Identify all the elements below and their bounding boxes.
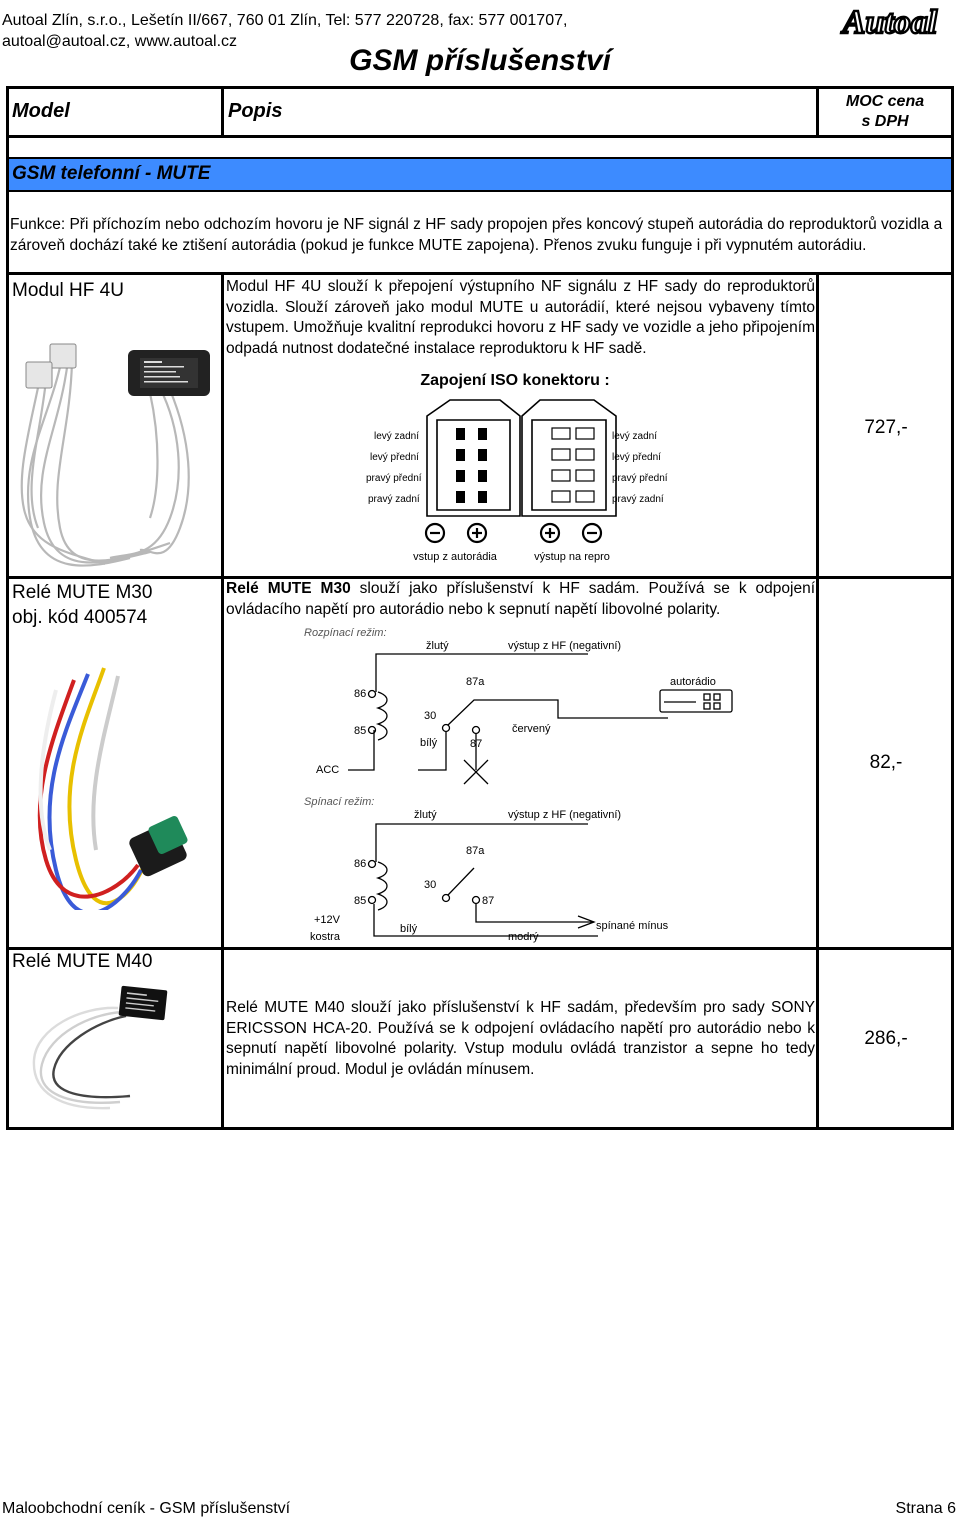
iso-right-label: pravý zadní: [612, 494, 664, 505]
iso-bottom-left: vstup z autorádia: [413, 551, 498, 563]
product-model: Relé MUTE M30 obj. kód 400574: [12, 580, 152, 630]
price-head-line-1: MOC cena: [845, 93, 925, 110]
wire-blue-label: modrý: [508, 931, 539, 943]
pin-30-label: 30: [424, 879, 436, 891]
product-description-text: slouží jako příslušenství k HF sadám. Po…: [226, 580, 815, 618]
pin-86-label: 86: [354, 688, 366, 700]
wire-red-label: červený: [512, 723, 551, 735]
pin-86-label: 86: [354, 858, 366, 870]
iso-left-label: pravý přední: [366, 473, 422, 484]
column-model: Model: [12, 100, 70, 122]
price-head-line-2: s DPH: [861, 113, 909, 130]
iso-connector-diagram: Zapojení ISO konektoru : levý zadní levý…: [366, 372, 668, 563]
wire-yellow-label: žlutý: [426, 640, 449, 652]
iso-left-label: levý přední: [370, 452, 419, 463]
svg-text:Autoal: Autoal: [841, 4, 938, 41]
iso-right-label: levý přední: [612, 452, 661, 463]
pin-87a-label: 87a: [466, 845, 485, 857]
pin-30-label: 30: [424, 710, 436, 722]
pin-87a-label: 87a: [466, 676, 485, 688]
product-price: 286,-: [864, 1028, 908, 1049]
ground-label: kostra: [310, 931, 341, 943]
hf-4u-module-image: [20, 343, 210, 567]
footer-left: Maloobchodní ceník - GSM příslušenství: [2, 1500, 291, 1517]
address-line-1: Autoal Zlín, s.r.o., Lešetín II/667, 760…: [2, 12, 568, 29]
section-header-bar: [9, 157, 951, 192]
autoal-logo: Autoal: [840, 3, 939, 42]
product-description: Modul HF 4U slouží k přepojení výstupníh…: [226, 278, 815, 357]
plus-12v-label: +12V: [314, 914, 341, 926]
acc-label: ACC: [316, 764, 339, 776]
product-model-name: Relé MUTE M30: [12, 582, 153, 603]
product-description: Relé MUTE M30 slouží jako příslušenství …: [226, 579, 815, 620]
section-title: GSM telefonní - MUTE: [12, 163, 211, 184]
page-title: GSM příslušenství: [349, 44, 611, 77]
pin-85-label: 85: [354, 725, 366, 737]
iso-left-label: pravý zadní: [368, 494, 420, 505]
wire-white-label: bílý: [400, 923, 418, 935]
iso-right-label: levý zadní: [612, 431, 657, 442]
switched-minus-label: spínané mínus: [596, 920, 669, 932]
wire-white-label: bílý: [420, 737, 438, 749]
hf-output-label: výstup z HF (negativní): [508, 809, 621, 821]
pin-87-label: 87: [482, 895, 494, 907]
relay-m40-image: [32, 985, 168, 1110]
column-price: MOC cena s DPH: [818, 92, 952, 132]
wire-yellow-label: žlutý: [414, 809, 437, 821]
relay-wiring-diagram: Rozpínací režim: žlutý výstup z HF (nega…: [304, 627, 733, 943]
product-model: Modul HF 4U: [12, 280, 124, 301]
iso-diagram-title: Zapojení ISO konektoru :: [420, 372, 609, 389]
autoradio-label: autorádio: [670, 676, 716, 688]
section-intro: Funkce: Při příchozím nebo odchozím hovo…: [10, 216, 943, 254]
hf-output-label: výstup z HF (negativní): [508, 640, 621, 652]
page-number: Strana 6: [895, 1500, 956, 1517]
iso-left-label: levý zadní: [374, 431, 419, 442]
column-popis: Popis: [228, 100, 283, 122]
relay-mode-1-title: Rozpínací režim:: [304, 627, 387, 639]
product-price: 82,-: [869, 752, 903, 773]
product-price: 727,-: [864, 417, 908, 438]
iso-bottom-right: výstup na repro: [534, 551, 610, 563]
pin-85-label: 85: [354, 895, 366, 907]
company-address: Autoal Zlín, s.r.o., Lešetín II/667, 760…: [2, 10, 567, 52]
price-table: [6, 86, 954, 1130]
relay-m30-image: [37, 667, 188, 910]
iso-right-label: pravý přední: [612, 473, 668, 484]
product-code: obj. kód 400574: [12, 607, 148, 628]
address-line-2: autoal@autoal.cz, www.autoal.cz: [2, 33, 238, 50]
product-model: Relé MUTE M40: [12, 951, 153, 972]
product-description: Relé MUTE M40 slouží jako příslušenství …: [226, 999, 815, 1078]
product-description-bold: Relé MUTE M30: [226, 580, 351, 597]
relay-mode-2-title: Spínací režim:: [304, 796, 374, 808]
